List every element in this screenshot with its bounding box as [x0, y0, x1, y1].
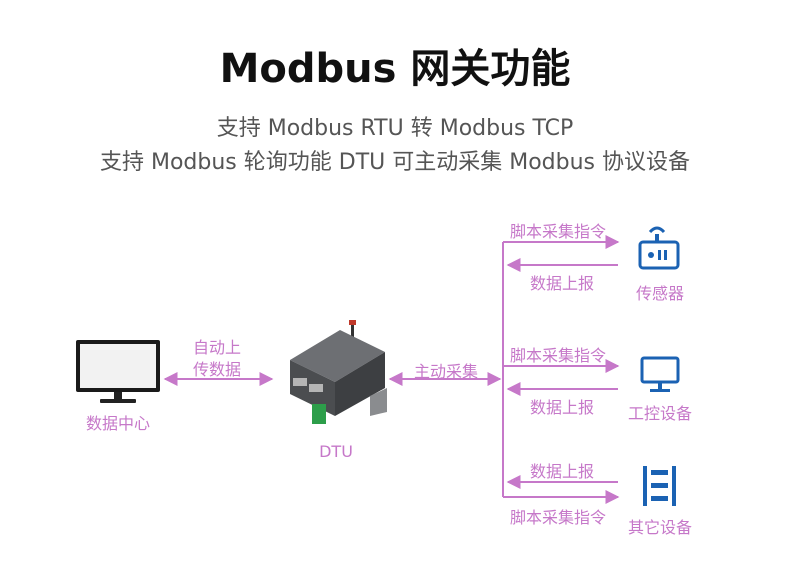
- other-label: 其它设备: [627, 518, 692, 537]
- sensor-cmd-label: 脚本采集指令: [510, 222, 607, 241]
- sensor-report-label: 数据上报: [530, 274, 595, 293]
- active-collect-label: 主动采集: [413, 362, 478, 381]
- datacenter-label: 数据中心: [85, 414, 150, 433]
- computer-icon: [640, 356, 680, 392]
- page-title: Modbus 网关功能: [219, 46, 571, 92]
- dtu-device-image: [290, 320, 387, 424]
- monitor-icon: [76, 340, 160, 403]
- sensor-icon: [638, 226, 680, 270]
- subtitle-line-1: 支持 Modbus RTU 转 Modbus TCP: [216, 116, 574, 141]
- auto-upload-label-line-2: 传数据: [192, 360, 241, 379]
- rack-icon: [643, 466, 676, 506]
- control-report-label: 数据上报: [530, 398, 595, 417]
- subtitle-line-2: 支持 Modbus 轮询功能 DTU 可主动采集 Modbus 协议设备: [100, 150, 690, 175]
- other-cmd-label: 脚本采集指令: [510, 508, 607, 527]
- control-label: 工控设备: [627, 404, 692, 423]
- other-report-label: 数据上报: [530, 462, 595, 481]
- auto-upload-label-line-1: 自动上: [192, 338, 241, 357]
- sensor-label: 传感器: [635, 284, 684, 303]
- dtu-label: DTU: [319, 442, 353, 461]
- control-cmd-label: 脚本采集指令: [510, 346, 607, 365]
